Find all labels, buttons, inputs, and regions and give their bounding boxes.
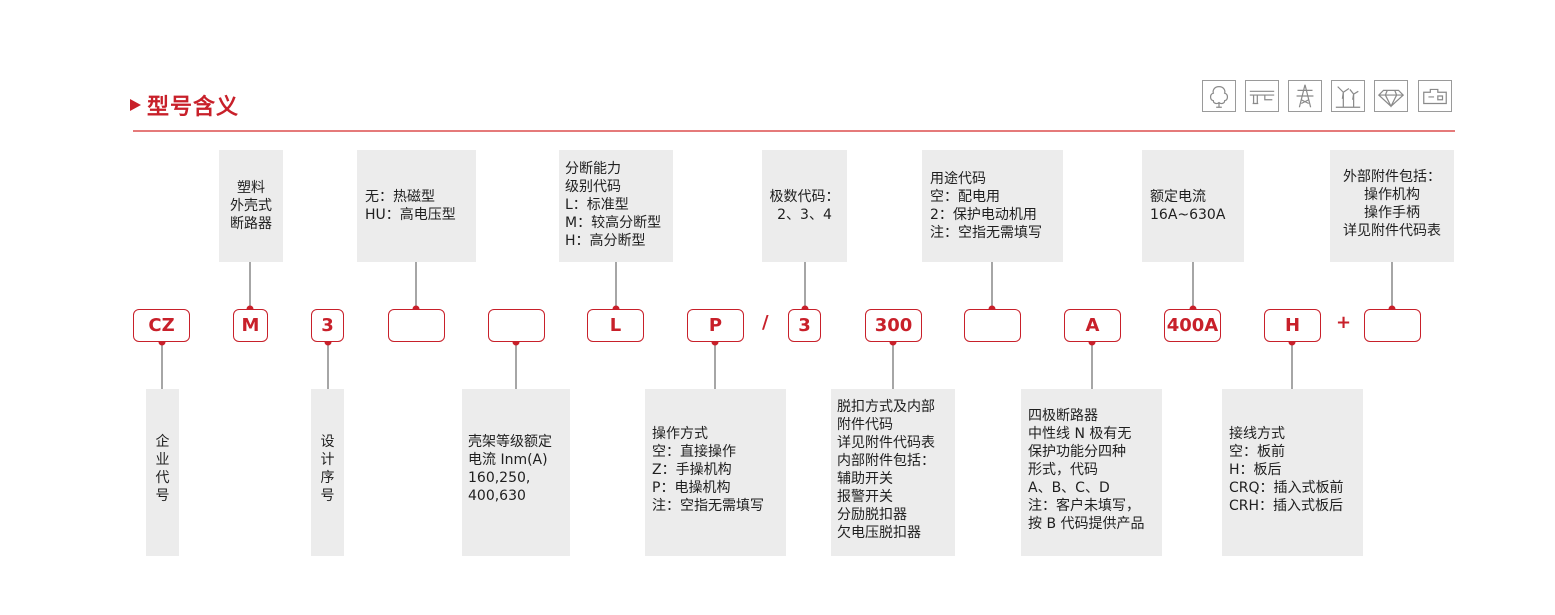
code-box-a: A [1064, 309, 1121, 342]
code-box-h: H [1264, 309, 1321, 342]
desc-design-number: 设 计 序 号 [311, 389, 344, 556]
title-arrow-icon [130, 99, 141, 111]
diamond-icon [1374, 80, 1408, 112]
slash-separator: / [762, 312, 769, 333]
code-box-trip-type [388, 309, 445, 342]
code-box-poles-3: 3 [788, 309, 821, 342]
code-box-design-3: 3 [311, 309, 344, 342]
desc-external-accessories: 外部附件包括： 操作机构 操作手柄 详见附件代码表 [1330, 150, 1454, 262]
code-box-400a: 400A [1164, 309, 1221, 342]
code-box-cz: CZ [133, 309, 190, 342]
code-box-300: 300 [865, 309, 922, 342]
section-title: 型号含义 [130, 88, 239, 122]
desc-release-accessories: 脱扣方式及内部 附件代码 详见附件代码表 内部附件包括： 辅助开关 报警开关 分… [831, 389, 955, 556]
code-box-accessories [1364, 309, 1421, 342]
wind-turbine-icon [1331, 80, 1365, 112]
code-box-l: L [587, 309, 644, 342]
pipeline-icon [1245, 80, 1279, 112]
desc-plastic-case: 塑料 外壳式 断路器 [219, 150, 283, 262]
title-divider [133, 130, 1455, 132]
desc-breaking-capacity: 分断能力 级别代码 L：标准型 M：较高分断型 H：高分断型 [559, 150, 673, 262]
desc-pole-code: 极数代码： 2、3、4 [762, 150, 847, 262]
desc-usage-code: 用途代码 空：配电用 2：保护电动机用 注：空指无需填写 [922, 150, 1063, 262]
code-box-p: P [687, 309, 744, 342]
code-box-usage [964, 309, 1021, 342]
plus-separator: + [1336, 312, 1352, 333]
page-title: 型号含义 [147, 95, 240, 120]
desc-wiring-mode: 接线方式 空：板前 H：板后 CRQ：插入式板前 CRH：插入式板后 [1222, 389, 1363, 556]
desc-four-pole: 四极断路器 中性线 N 极有无 保护功能分四种 形式，代码 A、B、C、D 注：… [1021, 389, 1162, 556]
tree-icon [1202, 80, 1236, 112]
machine-icon [1418, 80, 1452, 112]
desc-rated-current: 额定电流 16A~630A [1142, 150, 1244, 262]
desc-company-code: 企 业 代 号 [146, 389, 179, 556]
desc-frame-rating: 壳架等级额定 电流 Inm(A) 160,250, 400,630 [462, 389, 570, 556]
desc-operation-mode: 操作方式 空：直接操作 Z：手操机构 P：电操机构 注：空指无需填写 [645, 389, 786, 556]
desc-trip-type: 无：热磁型 HU：高电压型 [357, 150, 476, 262]
code-box-frame [488, 309, 545, 342]
code-box-m: M [233, 309, 268, 342]
power-tower-icon [1288, 80, 1322, 112]
